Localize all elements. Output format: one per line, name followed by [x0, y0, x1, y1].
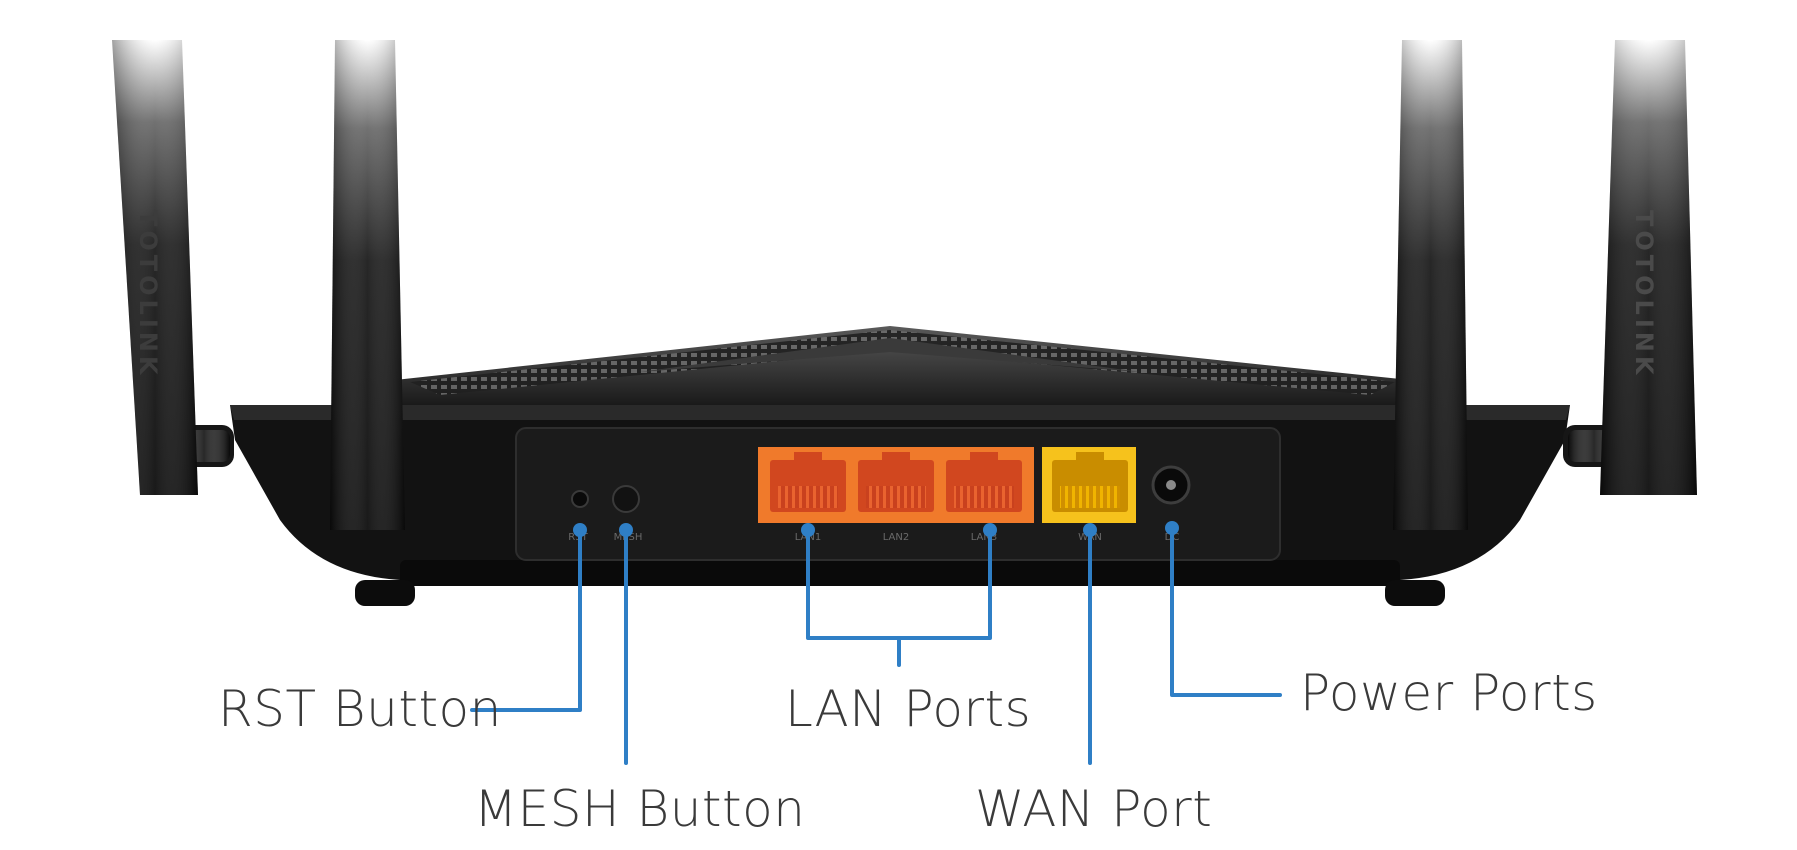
lan3-callout-dot — [983, 523, 997, 537]
antenna-brand-left: TOTOLINK — [134, 210, 162, 378]
power-callout-line — [1170, 526, 1282, 697]
power-ports-label: Power Ports — [1300, 664, 1598, 722]
lan3-port — [946, 452, 1022, 512]
dc-power-jack — [1151, 465, 1191, 505]
wan-port-label: WAN Port — [975, 780, 1213, 838]
antenna-inner-left — [330, 40, 405, 530]
mesh-button-label: MESH Button — [474, 780, 806, 838]
wan-port — [1042, 447, 1136, 523]
antenna-inner-right — [1393, 40, 1468, 530]
mesh-callout-dot — [619, 523, 633, 537]
lan-port-block — [758, 447, 1034, 523]
lan1-callout-dot — [801, 523, 815, 537]
antenna-outer-right — [1600, 40, 1697, 495]
antenna-brand-right: TOTOLINK — [1630, 210, 1658, 378]
rst-callout-dot — [573, 523, 587, 537]
antenna-outer-left — [112, 40, 198, 495]
callout-lines — [470, 526, 1282, 765]
rst-button-label: RST Button — [218, 680, 502, 738]
rst-callout-line — [470, 528, 582, 712]
port-label-lan2: LAN2 — [883, 532, 909, 543]
wan-callout-dot — [1083, 523, 1097, 537]
mesh-button — [612, 485, 640, 513]
callout-dots — [573, 521, 1179, 537]
dc-callout-dot — [1165, 521, 1179, 535]
rst-pinhole — [571, 490, 589, 508]
lan1-port — [770, 452, 846, 512]
lan-ports-label: LAN Ports — [785, 680, 1032, 738]
lan2-port — [858, 452, 934, 512]
port-label-lan3: LAN3 — [971, 532, 997, 543]
router-top-shell — [395, 326, 1410, 405]
